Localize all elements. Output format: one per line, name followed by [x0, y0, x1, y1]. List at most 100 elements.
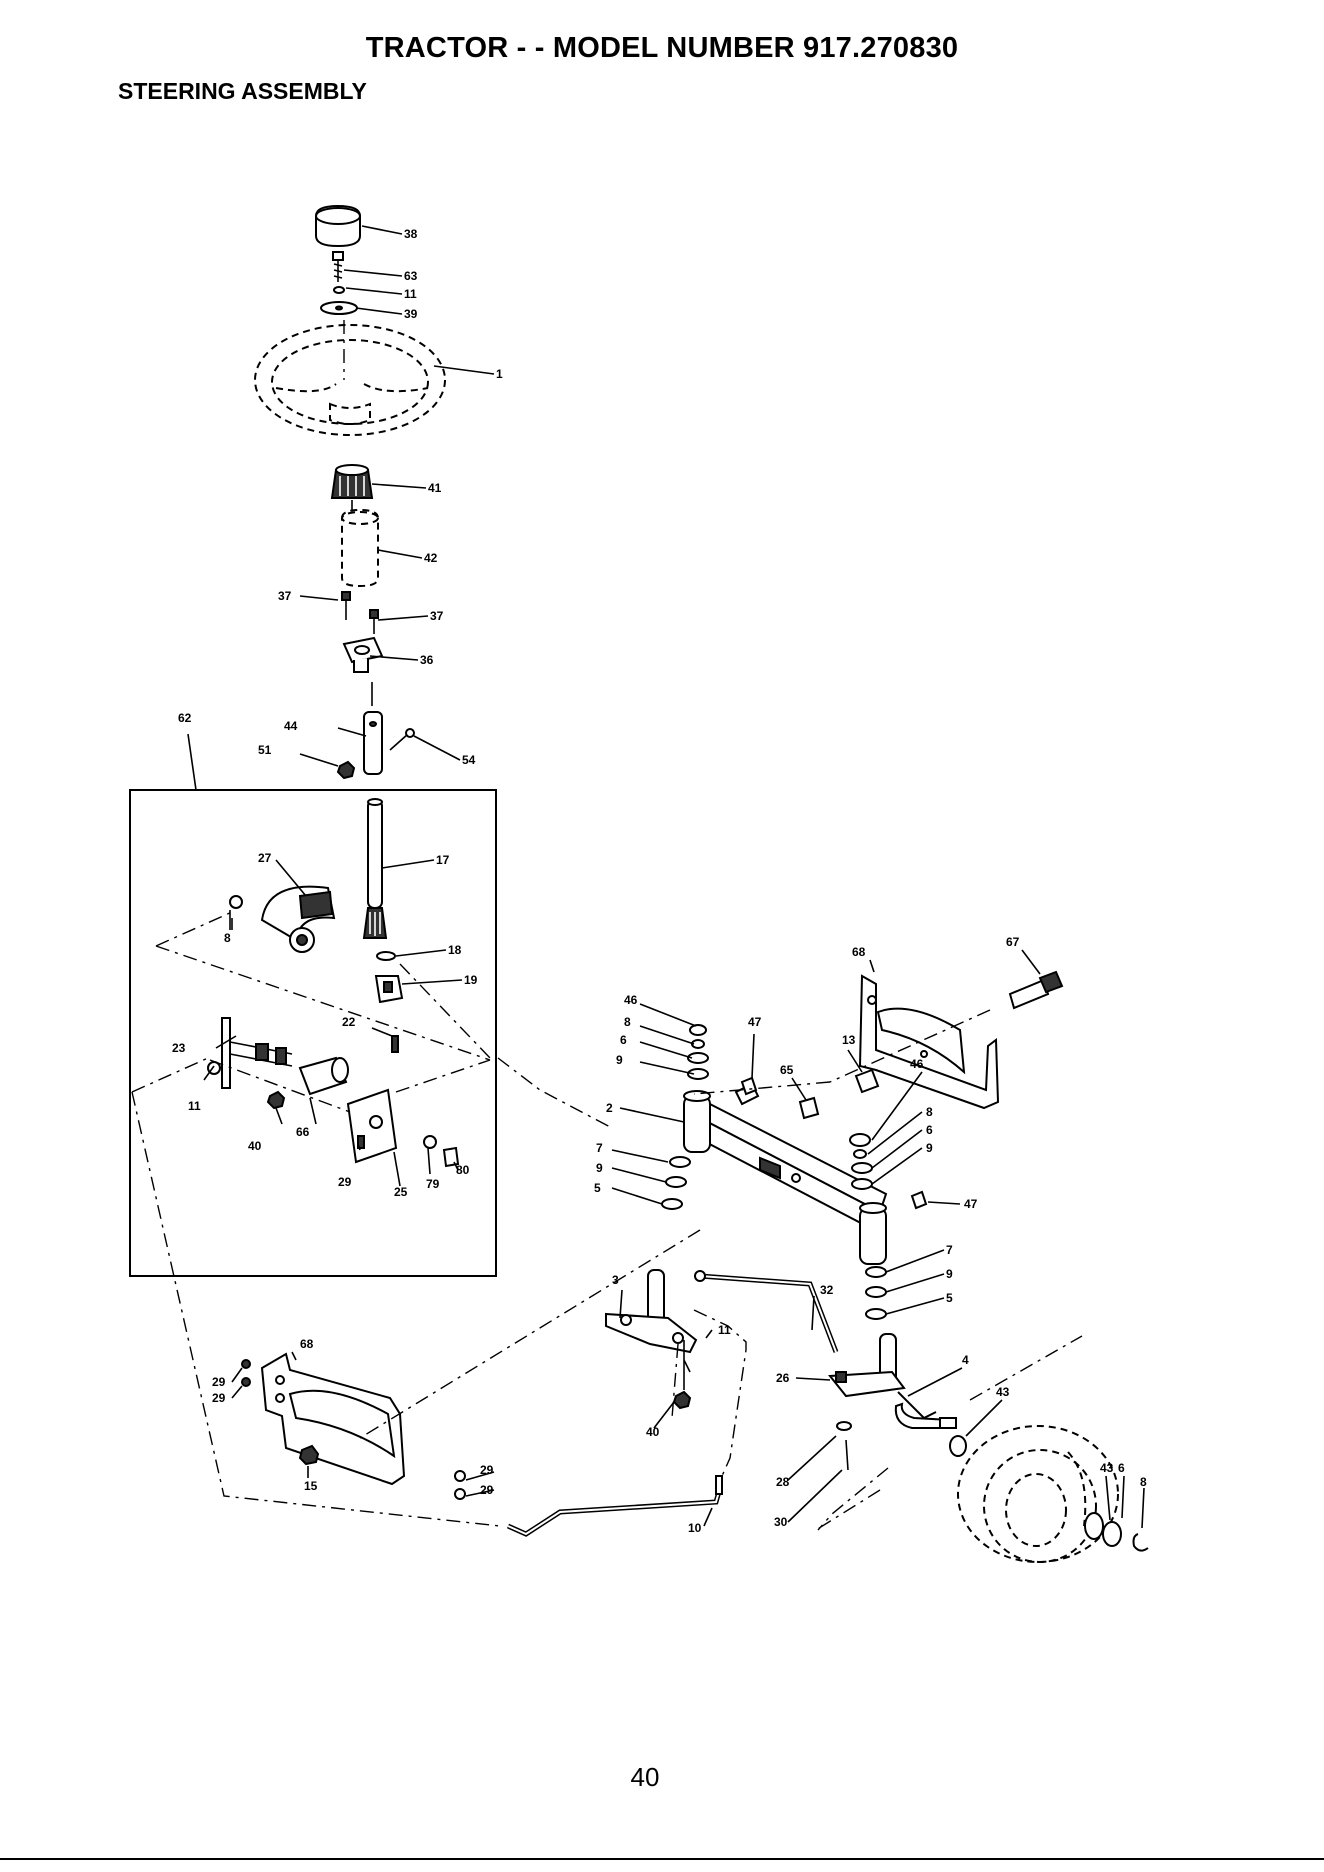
footer-rule — [0, 1858, 1324, 1860]
callout-46: 46 — [624, 993, 638, 1007]
callout-36: 36 — [420, 653, 434, 667]
left-spindle-stack — [662, 1025, 710, 1209]
callout-13: 13 — [842, 1033, 856, 1047]
axle-mounting-plate-left — [262, 1354, 404, 1484]
callout-17: 17 — [436, 853, 450, 867]
callout-79: 79 — [426, 1177, 440, 1191]
callout-29: 29 — [212, 1391, 226, 1405]
steering-column-tube — [342, 500, 378, 586]
callout-80: 80 — [456, 1163, 470, 1177]
callout-43: 43 — [1100, 1461, 1114, 1475]
callout-28: 28 — [776, 1475, 790, 1489]
callout-66: 66 — [296, 1125, 310, 1139]
plate-bolt — [1010, 972, 1062, 1008]
grease-fitting-right — [912, 1192, 926, 1208]
callout-15: 15 — [304, 1479, 318, 1493]
callout-47: 47 — [748, 1015, 762, 1029]
callout-40: 40 — [248, 1139, 262, 1153]
callout-40: 40 — [646, 1425, 660, 1439]
callout-26: 26 — [776, 1371, 790, 1385]
callout-65: 65 — [780, 1063, 794, 1077]
callout-46: 46 — [910, 1057, 924, 1071]
callout-4: 4 — [962, 1353, 969, 1367]
callout-51: 51 — [258, 743, 272, 757]
callout-11: 11 — [718, 1323, 731, 1337]
callout-37: 37 — [430, 609, 444, 623]
pivot-bushing — [856, 1070, 878, 1092]
callout-2: 2 — [606, 1101, 613, 1115]
coupler-bolt — [390, 729, 414, 750]
pinion-bolt — [392, 1036, 398, 1052]
callout-39: 39 — [404, 307, 418, 321]
callout-32: 32 — [820, 1283, 834, 1297]
left-spindle — [606, 1270, 696, 1352]
callout-7: 7 — [946, 1243, 953, 1257]
pinion-bracket — [376, 976, 402, 1002]
drag-link — [695, 1271, 836, 1352]
wheel-hub-hardware — [1085, 1513, 1148, 1551]
callout-29: 29 — [480, 1463, 494, 1477]
callout-25: 25 — [394, 1185, 408, 1199]
callout-23: 23 — [172, 1041, 186, 1055]
callout-68: 68 — [852, 945, 866, 959]
coupler-nut — [338, 762, 354, 778]
callout-6: 6 — [1118, 1461, 1125, 1475]
front-wheel — [958, 1426, 1118, 1562]
callout-37: 37 — [278, 589, 292, 603]
sector-shaft-assembly — [208, 1018, 292, 1088]
callout-6: 6 — [926, 1123, 933, 1137]
sector-gear — [262, 887, 334, 952]
callout-6: 6 — [620, 1033, 627, 1047]
column-bolts — [342, 592, 378, 634]
callout-19: 19 — [464, 973, 478, 987]
callout-9: 9 — [596, 1161, 603, 1175]
inset-callout-line — [188, 734, 196, 790]
callout-63: 63 — [404, 269, 418, 283]
callout-8: 8 — [1140, 1475, 1147, 1489]
shaft-bushing — [300, 1058, 348, 1094]
wheel-washer-inner — [950, 1436, 966, 1456]
callout-27: 27 — [258, 851, 272, 865]
lock-washer-top — [334, 287, 344, 293]
page-number: 40 — [0, 1762, 1290, 1793]
callout-54: 54 — [462, 753, 476, 767]
callout-29: 29 — [212, 1375, 226, 1389]
callout-9: 9 — [926, 1141, 933, 1155]
callout-5: 5 — [594, 1181, 601, 1195]
callout-47: 47 — [964, 1197, 978, 1211]
gear-mounting-bracket — [348, 1090, 458, 1166]
callout-22: 22 — [342, 1015, 356, 1029]
steering-wheel — [255, 320, 445, 435]
callout-68: 68 — [300, 1337, 314, 1351]
axle-spacer — [800, 1098, 818, 1118]
callout-11: 11 — [404, 287, 417, 301]
washer-hole — [336, 307, 342, 310]
callout-10: 10 — [688, 1521, 702, 1535]
callout-9: 9 — [946, 1267, 953, 1281]
steering-shaft-coupler — [364, 712, 382, 774]
callout-8: 8 — [624, 1015, 631, 1029]
column-bracket — [344, 638, 382, 672]
callout-11: 11 — [188, 1099, 201, 1113]
axle-mounting-plate-right — [860, 976, 998, 1108]
callout-38: 38 — [404, 227, 418, 241]
callout-44: 44 — [284, 719, 298, 733]
callout-43: 43 — [996, 1385, 1010, 1399]
callout-62: 62 — [178, 711, 192, 725]
callout-3: 3 — [612, 1273, 619, 1287]
callout-1: 1 — [496, 367, 503, 381]
callout-30: 30 — [774, 1515, 788, 1529]
callout-41: 41 — [428, 481, 442, 495]
steering-cap — [316, 206, 360, 246]
callout-67: 67 — [1006, 935, 1020, 949]
callout-18: 18 — [448, 943, 462, 957]
callout-8: 8 — [926, 1105, 933, 1119]
inset-nut — [268, 1092, 284, 1108]
steering-assembly-diagram: 3863113914142373736624451542717818192223… — [0, 0, 1324, 1760]
callout-5: 5 — [946, 1291, 953, 1305]
cap-screw — [333, 252, 343, 282]
shaft-bushing-small — [377, 952, 395, 960]
callout-29: 29 — [338, 1175, 352, 1189]
callout-29: 29 — [480, 1483, 494, 1497]
callout-8: 8 — [224, 931, 231, 945]
